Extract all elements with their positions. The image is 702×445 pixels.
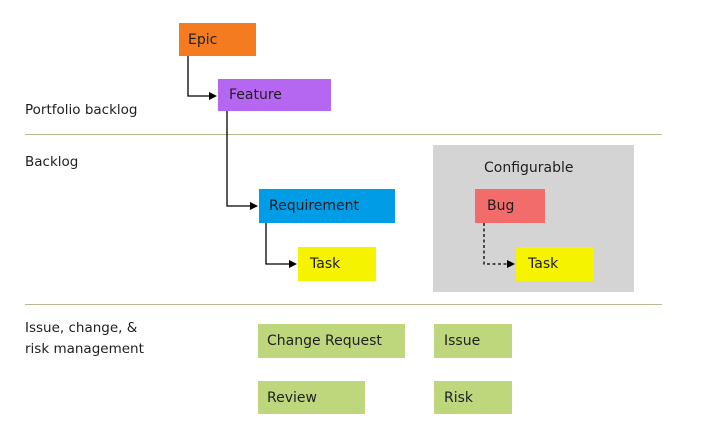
issue-label: Issue (444, 333, 481, 349)
change-request-box: Change Request (258, 324, 405, 358)
risk-box: Risk (434, 381, 512, 414)
portfolio-divider (25, 134, 662, 135)
backlog-label: Backlog (25, 154, 79, 170)
requirement-box: Requirement (259, 189, 395, 223)
bug-label: Bug (487, 198, 515, 214)
issue-box: Issue (434, 324, 512, 358)
epic-box: Epic (179, 23, 256, 56)
change-request-label: Change Request (267, 333, 382, 349)
bug-task-box: Task (516, 247, 594, 281)
task-label: Task (310, 256, 341, 272)
backlog-divider (25, 304, 662, 305)
bug-task-connector (483, 223, 515, 268)
task-box: Task (298, 247, 376, 281)
epic-feature-connector (187, 56, 217, 100)
epic-label: Epic (188, 31, 218, 48)
review-label: Review (267, 389, 317, 406)
feature-box: Feature (218, 79, 331, 111)
review-box: Review (258, 381, 365, 414)
bug-box: Bug (475, 189, 545, 223)
issue-label-line1: Issue, change, & (25, 320, 138, 336)
issue-label-line2: risk management (25, 341, 144, 357)
feature-requirement-connector (226, 111, 258, 210)
bug-task-label: Task (528, 256, 559, 272)
configurable-label: Configurable (484, 160, 574, 176)
requirement-task-connector (265, 223, 297, 268)
portfolio-backlog-label: Portfolio backlog (25, 102, 138, 118)
risk-label: Risk (444, 389, 474, 406)
feature-label: Feature (229, 87, 282, 103)
requirement-label: Requirement (269, 198, 360, 214)
